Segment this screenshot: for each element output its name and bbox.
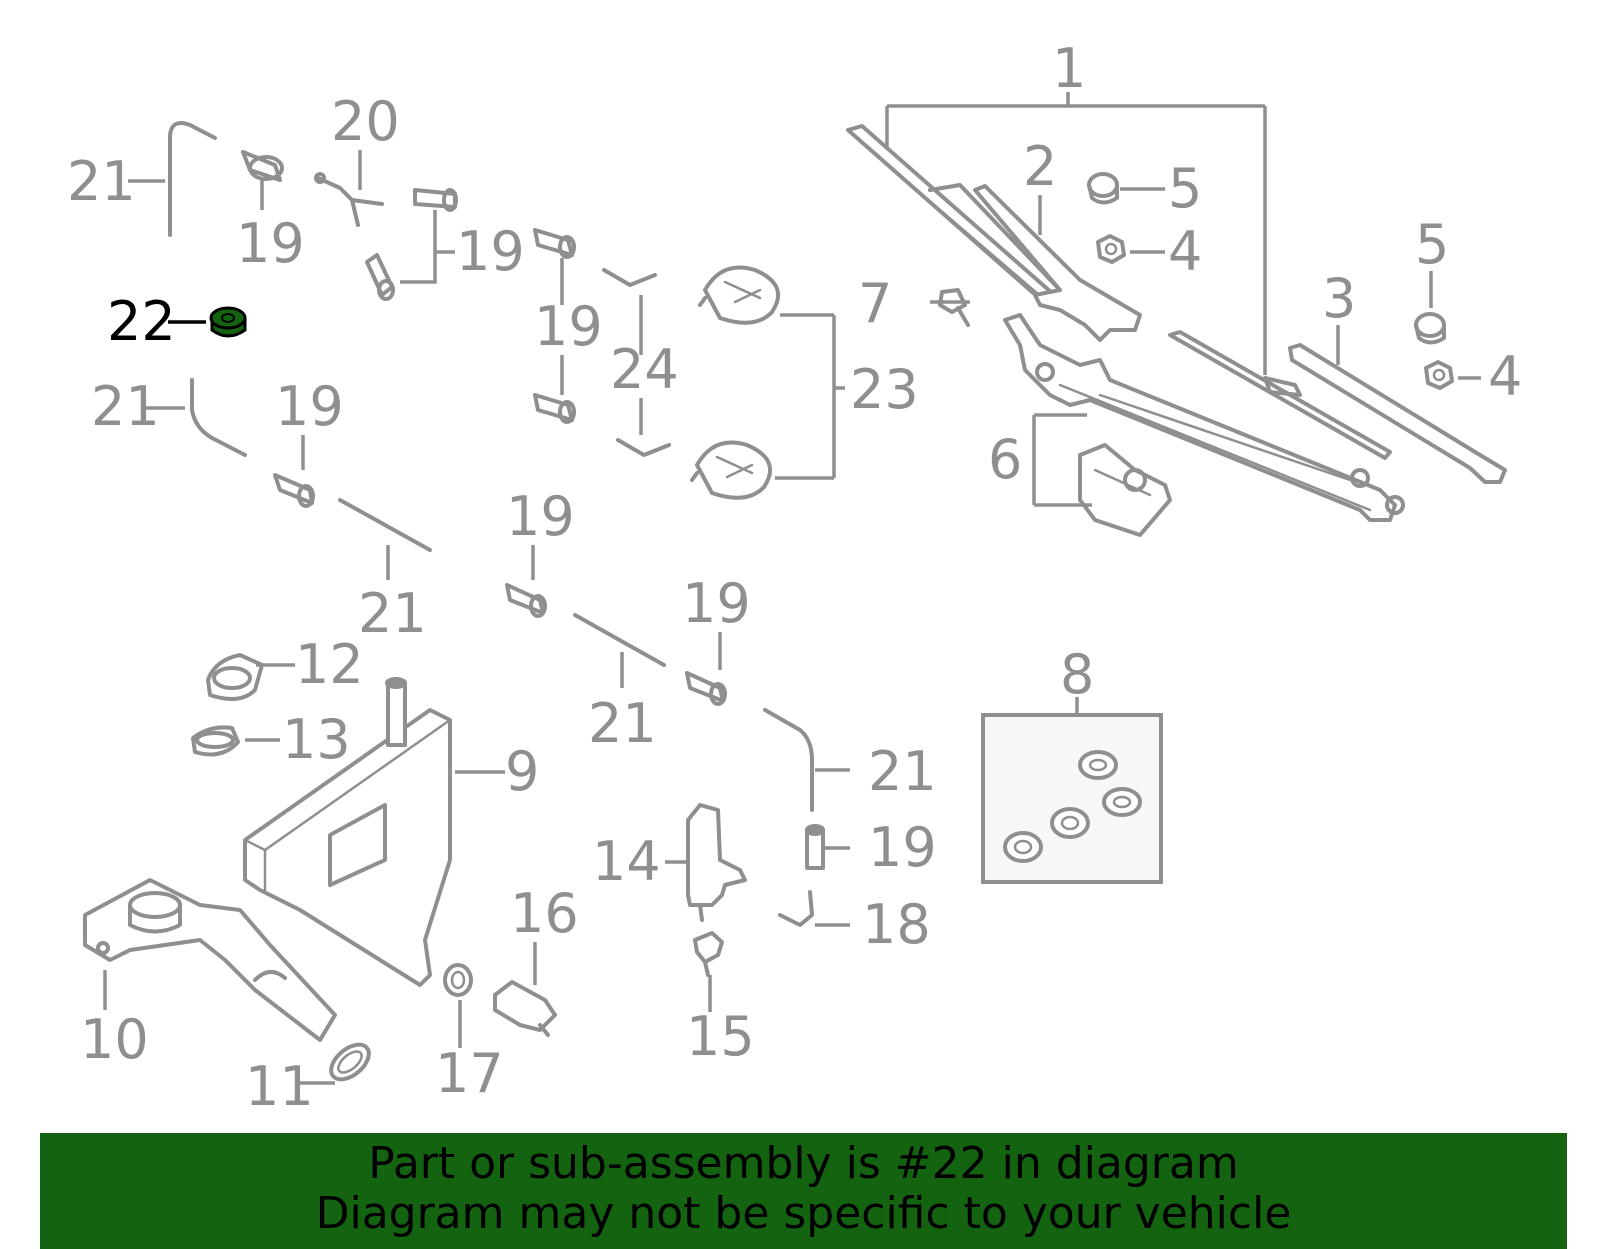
tee-connector[interactable]	[314, 172, 384, 227]
banner-part-note: Part or sub-assembly is #22 in diagram	[368, 1138, 1239, 1189]
callout-1: 1	[1052, 37, 1086, 100]
callout-17: 17	[435, 1042, 504, 1105]
pivot-nut-passenger[interactable]	[1424, 360, 1454, 390]
info-banner: Part or sub-assembly is #22 in diagram D…	[40, 1133, 1567, 1249]
reservoir-cap[interactable]	[206, 653, 264, 701]
pump-grommet[interactable]	[693, 931, 724, 977]
hose-connector-9[interactable]	[805, 824, 825, 870]
callout-10: 10	[80, 1008, 149, 1071]
washer-pump[interactable]	[686, 803, 747, 922]
callout-19c: 19	[534, 295, 603, 358]
hose-connector-7[interactable]	[505, 583, 547, 618]
kit-grommet-4	[1003, 831, 1043, 863]
callout-21b: 21	[91, 375, 160, 438]
pivot-cap-passenger[interactable]	[1414, 312, 1446, 345]
hose-connector-4[interactable]	[533, 228, 576, 259]
callout-16: 16	[510, 882, 579, 945]
cap-seal[interactable]	[191, 725, 240, 757]
grommet-part-22[interactable]	[209, 306, 247, 338]
callout-12: 12	[295, 633, 364, 696]
callout-19b: 19	[456, 220, 525, 283]
elbow-connector-2[interactable]	[616, 438, 671, 457]
washer-nozzle-1[interactable]	[698, 265, 781, 325]
callout-4b: 4	[1488, 345, 1522, 408]
washer-hose-upper[interactable]	[168, 121, 217, 237]
callout-labels: 1 2 5 4 5 3 4 7 6 8 9 10 11 12 13 14 15 …	[67, 37, 1522, 1118]
washer-nozzle-2[interactable]	[690, 440, 773, 500]
pivot-cap[interactable]	[1087, 172, 1119, 205]
callout-21c: 21	[358, 582, 427, 645]
callout-20: 20	[331, 90, 400, 153]
bolt[interactable]	[938, 288, 970, 327]
hose-connector-1[interactable]	[241, 150, 284, 182]
washer-hose-straight-1[interactable]	[338, 498, 432, 552]
callout-13: 13	[282, 708, 351, 771]
wiper-blade-passenger[interactable]	[1168, 330, 1392, 460]
callout-19g: 19	[868, 816, 937, 879]
callout-6: 6	[988, 428, 1022, 491]
callout-24: 24	[610, 338, 679, 401]
level-sensor[interactable]	[493, 980, 557, 1037]
wiper-motor[interactable]	[1078, 443, 1172, 537]
callout-11: 11	[245, 1055, 314, 1118]
wiper-linkage[interactable]	[1003, 313, 1405, 522]
grommet-kit-box[interactable]	[981, 713, 1163, 884]
callout-15: 15	[686, 1005, 755, 1068]
elbow-connector-3[interactable]	[778, 890, 814, 927]
callout-9: 9	[505, 740, 539, 803]
callout-21a: 21	[67, 150, 136, 213]
kit-grommet-3	[1050, 807, 1090, 839]
callout-18: 18	[862, 893, 931, 956]
washer-reservoir[interactable]	[243, 677, 452, 987]
hose-connector-2[interactable]	[413, 188, 458, 212]
banner-disclaimer: Diagram may not be specific to your vehi…	[315, 1188, 1292, 1239]
callout-22: 22	[107, 290, 176, 353]
wiper-arm-passenger[interactable]	[1288, 343, 1507, 484]
callout-21d: 21	[588, 692, 657, 755]
leader-lines	[103, 92, 1481, 1085]
elbow-connector-1[interactable]	[602, 268, 657, 287]
callout-14: 14	[592, 830, 661, 893]
filler-neck[interactable]	[83, 878, 337, 1042]
callout-7: 7	[858, 272, 892, 335]
washer-hose-straight-2[interactable]	[573, 613, 666, 667]
callout-4a: 4	[1168, 220, 1202, 283]
callout-5b: 5	[1415, 213, 1449, 276]
washer-hose-elbow[interactable]	[190, 378, 247, 457]
callout-23: 23	[850, 358, 919, 421]
callout-21e: 21	[868, 740, 937, 803]
hose-connector-8[interactable]	[685, 671, 727, 706]
hose-connector-3[interactable]	[365, 253, 395, 301]
wiper-arm-driver[interactable]	[973, 184, 1142, 342]
hose-connector-5[interactable]	[533, 393, 576, 424]
callout-8: 8	[1060, 643, 1094, 706]
washer-hose-elbow-2[interactable]	[763, 708, 814, 812]
callout-2: 2	[1023, 135, 1057, 198]
callout-19e: 19	[506, 485, 575, 548]
kit-grommet-1	[1078, 750, 1118, 780]
pivot-nut[interactable]	[1096, 234, 1126, 264]
sensor-grommet[interactable]	[443, 963, 473, 997]
callout-19d: 19	[275, 375, 344, 438]
callout-3: 3	[1322, 267, 1356, 330]
kit-grommet-2	[1102, 787, 1142, 817]
callout-5a: 5	[1168, 157, 1202, 220]
callout-19f: 19	[682, 572, 751, 635]
hose-connector-6[interactable]	[273, 473, 315, 508]
neck-seal[interactable]	[325, 1038, 375, 1086]
callout-19a: 19	[236, 212, 305, 275]
